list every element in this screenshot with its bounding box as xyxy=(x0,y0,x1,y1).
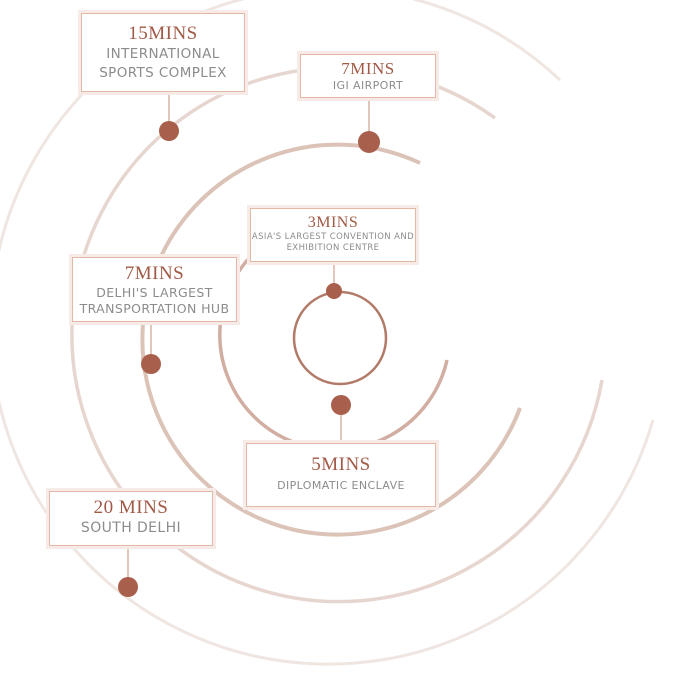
location-time: 15MINS xyxy=(128,23,198,44)
marker-sports xyxy=(159,121,179,141)
location-place: DELHI'S LARGEST TRANSPORTATION HUB xyxy=(79,285,230,316)
marker-convention xyxy=(326,283,342,299)
marker-transport xyxy=(141,354,161,374)
location-place: IGI AIRPORT xyxy=(332,79,404,92)
location-card-sports: 15MINS INTERNATIONAL SPORTS COMPLEX xyxy=(81,13,245,92)
location-time: 20 MINS xyxy=(93,497,169,518)
location-place: SOUTH DELHI xyxy=(80,520,182,536)
marker-diplomatic xyxy=(331,395,351,415)
location-card-diplomatic-enclave: 5MINS DIPLOMATIC ENCLAVE xyxy=(246,443,436,507)
marker-igi xyxy=(358,131,380,153)
location-place: INTERNATIONAL SPORTS COMPLEX xyxy=(99,46,227,81)
location-card-south-delhi: 20 MINS SOUTH DELHI xyxy=(49,491,213,546)
location-place: DIPLOMATIC ENCLAVE xyxy=(277,479,405,492)
marker-south xyxy=(118,577,138,597)
location-time: 7MINS xyxy=(124,263,185,284)
location-card-igi-airport: 7MINS IGI AIRPORT xyxy=(300,54,436,98)
location-card-convention-centre: 3MINS ASIA'S LARGEST CONVENTION AND EXHI… xyxy=(250,208,416,262)
location-place: ASIA'S LARGEST CONVENTION AND EXHIBITION… xyxy=(251,232,415,253)
ring-second xyxy=(70,65,604,604)
location-time: 5MINS xyxy=(311,454,371,475)
location-time: 3MINS xyxy=(307,214,359,231)
ring-outer xyxy=(0,0,655,666)
ring-center xyxy=(292,290,388,386)
location-card-transportation-hub: 7MINS DELHI'S LARGEST TRANSPORTATION HUB xyxy=(72,257,237,322)
location-time: 7MINS xyxy=(341,59,395,78)
ring-third xyxy=(140,142,522,537)
